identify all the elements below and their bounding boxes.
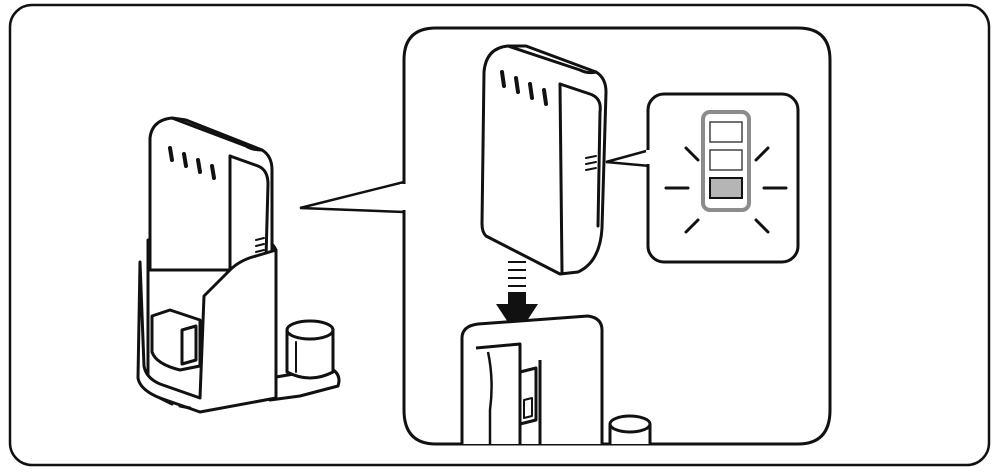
blink-rays [664, 146, 788, 234]
cradle-post [285, 319, 335, 380]
indicator-segment-top [709, 121, 743, 143]
battery-pack-zoomed-icon [480, 44, 608, 276]
battery-pack-icon [148, 116, 274, 272]
indicator-pointer [605, 148, 651, 168]
cradle-with-battery [136, 116, 341, 414]
indicator-segment-lit [709, 177, 743, 199]
charging-cradle-icon [460, 314, 652, 444]
cradle-front-wall [136, 248, 278, 414]
indicator-segment-middle [709, 149, 743, 171]
charge-level-indicator-icon [646, 92, 800, 264]
callout-pointer [299, 180, 405, 214]
